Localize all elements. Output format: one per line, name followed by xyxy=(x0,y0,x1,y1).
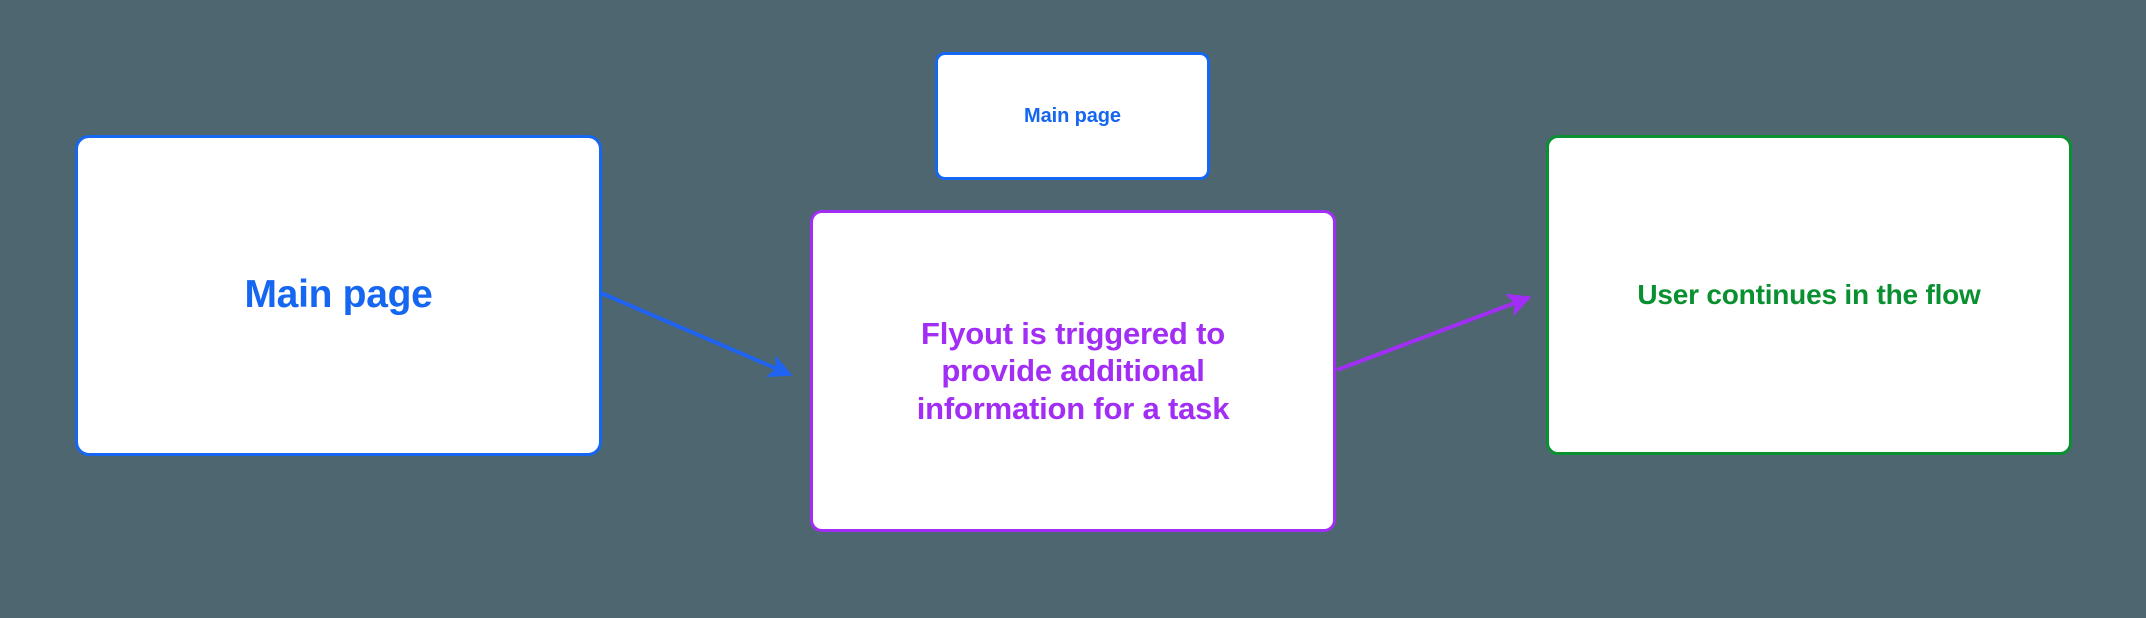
node-main-page-small-label: Main page xyxy=(1024,105,1121,127)
node-flyout[interactable]: Flyout is triggered to provide additiona… xyxy=(810,210,1336,532)
node-main-page[interactable]: Main page xyxy=(75,135,602,456)
connector-flyout-to-user-continues xyxy=(1336,293,1532,372)
connector-main-page-to-flyout xyxy=(600,291,793,378)
node-flyout-label: Flyout is triggered to provide additiona… xyxy=(916,316,1230,426)
node-main-page-small[interactable]: Main page xyxy=(935,52,1210,180)
node-user-continues[interactable]: User continues in the flow xyxy=(1546,135,2072,455)
node-main-page-label: Main page xyxy=(244,273,433,317)
node-user-continues-label: User continues in the flow xyxy=(1637,279,1981,311)
